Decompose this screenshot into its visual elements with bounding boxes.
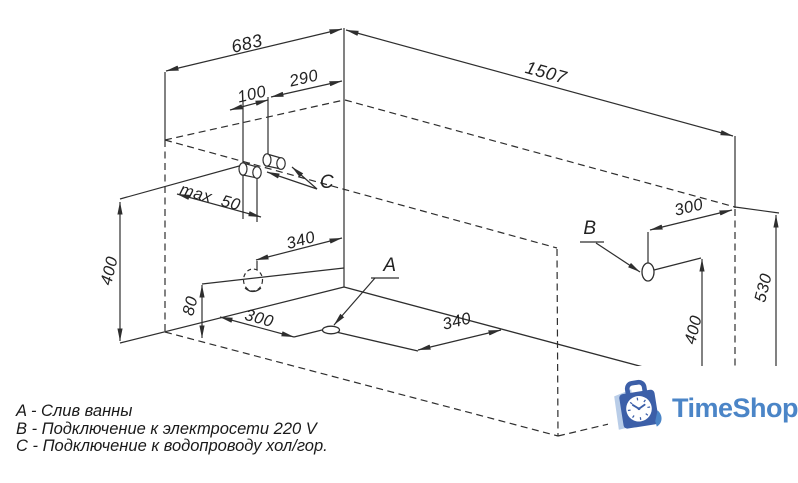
legend-item-b: B - Подключение к электросети 220 V: [16, 419, 317, 438]
tub-hidden-edges: [164, 99, 736, 437]
point-c-label: C: [319, 172, 335, 193]
connection-points: [321, 262, 655, 335]
leader-lines: [266, 166, 641, 326]
legend: A - Слив ванны B - Подключение к электро…: [16, 402, 328, 456]
logo-swoosh: [655, 410, 662, 427]
drain-point-a: [321, 325, 341, 335]
point-a-label: A: [383, 255, 397, 276]
water-fittings: [238, 153, 286, 179]
extension-lines: [119, 28, 780, 287]
timeshop-logo-text: TimeShop: [671, 392, 798, 423]
wall-hole-circle: [242, 268, 264, 293]
electric-point-b: [641, 262, 655, 282]
timeshop-bag-icon: [614, 379, 662, 430]
legend-item-a: A - Слив ванны: [16, 402, 133, 420]
legend-item-c: C - Подключение к водопроводу хол/гор.: [16, 437, 328, 455]
dimension-lines: [117, 28, 779, 372]
clock-ticks: [627, 397, 651, 420]
point-b-label: B: [583, 218, 597, 239]
timeshop-logo: TimeShop: [608, 366, 798, 450]
floor-lines: [119, 286, 648, 369]
